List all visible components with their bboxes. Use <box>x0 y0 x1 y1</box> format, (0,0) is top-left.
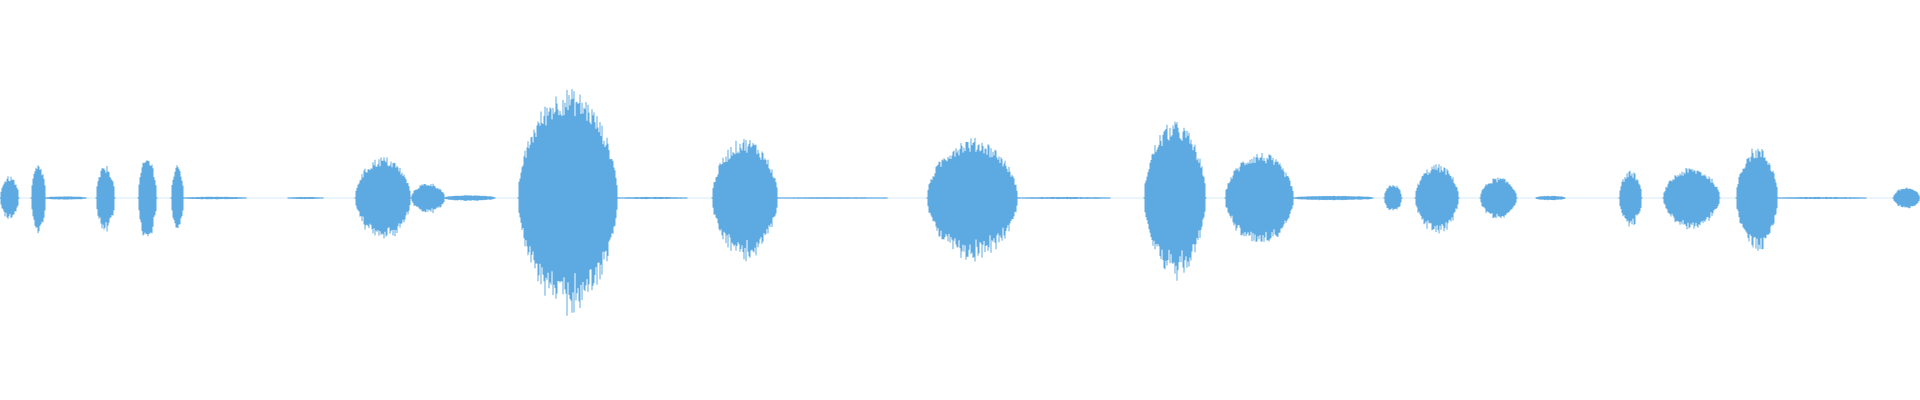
waveform-segment <box>1735 148 1779 251</box>
waveform-noise <box>777 197 888 199</box>
waveform-noise <box>1293 195 1374 201</box>
waveform-segment <box>1143 121 1207 281</box>
waveform-segment <box>410 183 446 214</box>
waveform-noise <box>617 196 688 200</box>
waveform-segment <box>1662 168 1721 230</box>
waveform-noise <box>183 196 247 200</box>
waveform-segment <box>95 166 116 232</box>
waveform-noise <box>1535 195 1566 201</box>
waveform-segment <box>30 165 47 234</box>
waveform-noise <box>45 196 87 200</box>
waveform-segment <box>0 176 20 219</box>
waveform-segment <box>711 139 779 262</box>
waveform-noise <box>1017 196 1111 200</box>
waveform-bars <box>0 89 1920 316</box>
waveform-segment <box>1383 185 1403 211</box>
waveform-segment <box>517 89 619 316</box>
waveform-segment <box>1892 187 1920 209</box>
waveform-segment <box>1224 153 1295 242</box>
waveform-segment <box>1618 170 1643 227</box>
waveform-segment <box>1414 164 1460 234</box>
waveform-noise <box>444 195 496 201</box>
waveform-segment <box>137 160 158 237</box>
waveform-noise <box>287 196 324 200</box>
waveform-segment <box>1479 177 1518 219</box>
waveform-segment <box>170 165 185 228</box>
waveform-noise <box>1777 196 1867 200</box>
waveform-segment <box>926 137 1019 262</box>
waveform-segment <box>354 157 412 239</box>
